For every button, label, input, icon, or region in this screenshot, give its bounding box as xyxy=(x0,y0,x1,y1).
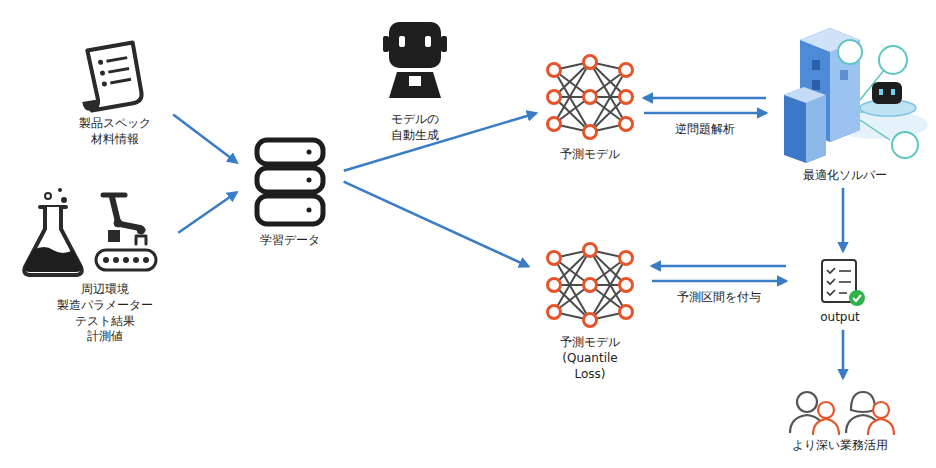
net-neuron xyxy=(548,91,561,104)
flask-icon xyxy=(24,188,82,275)
caption-label: モデルの 自動生成 xyxy=(360,112,470,144)
net-neuron xyxy=(620,64,633,77)
document-icon xyxy=(74,42,144,112)
people-icon xyxy=(790,392,894,435)
net-neuron xyxy=(584,244,597,257)
net-neuron xyxy=(584,56,597,69)
node-label: 予測モデル (Quantile Loss) xyxy=(532,335,648,382)
node-label: 最適化ソルバー xyxy=(770,168,920,184)
icon-node: 予測モデル (Quantile Loss) xyxy=(532,235,648,382)
checklist-icon xyxy=(822,260,865,306)
flow-arrow xyxy=(842,330,845,378)
flow-arrow xyxy=(344,182,529,267)
net-neuron xyxy=(548,252,561,265)
net-neuron xyxy=(548,118,561,131)
edge-label: 逆問題解析 xyxy=(672,122,738,138)
flow-arrow xyxy=(173,114,237,162)
flow-arrow xyxy=(644,112,766,115)
net-neuron xyxy=(584,126,597,139)
flow-arrow xyxy=(842,188,845,251)
net-neuron xyxy=(548,64,561,77)
net-neuron xyxy=(620,306,633,319)
icon-node: 学習データ xyxy=(240,135,340,249)
database-icon xyxy=(257,140,323,224)
flow-arrow xyxy=(652,280,786,283)
node-label: 学習データ xyxy=(240,233,340,249)
net-neuron xyxy=(584,279,597,292)
flow-arrow xyxy=(644,97,766,100)
solver-illustration xyxy=(784,28,928,163)
node-label: 製品スペック 材料情報 xyxy=(60,116,170,148)
neural-net-icons xyxy=(548,56,633,327)
node-label: より深い業務活用 xyxy=(775,438,905,454)
node-label: 予測モデル xyxy=(540,147,640,163)
net-neuron xyxy=(548,279,561,292)
net-neuron xyxy=(584,91,597,104)
net-neuron xyxy=(620,279,633,292)
flow-arrow xyxy=(652,265,786,268)
icon-node: 最適化ソルバー xyxy=(770,25,920,184)
node-label: 周辺環境 製造パラメーター テスト結果 計測値 xyxy=(35,282,175,345)
icon-node: 予測モデル xyxy=(540,45,640,163)
net-neuron xyxy=(620,252,633,265)
icon-node: より深い業務活用 xyxy=(775,382,905,454)
robot-icon xyxy=(383,22,447,98)
net-neuron xyxy=(584,314,597,327)
icon-node: output xyxy=(790,255,890,326)
net-neuron xyxy=(620,118,633,131)
edge-label: 予測区間を付与 xyxy=(674,290,764,306)
flow-arrow xyxy=(178,192,236,232)
net-neuron xyxy=(620,91,633,104)
flow-arrow xyxy=(344,113,536,171)
icon-node: 製品スペック 材料情報 xyxy=(60,38,170,148)
net-neuron xyxy=(548,306,561,319)
robot-arm-icon xyxy=(96,195,156,270)
icon-node: 周辺環境 製造パラメーター テスト結果 計測値 xyxy=(35,190,175,345)
node-label: output xyxy=(790,310,890,326)
